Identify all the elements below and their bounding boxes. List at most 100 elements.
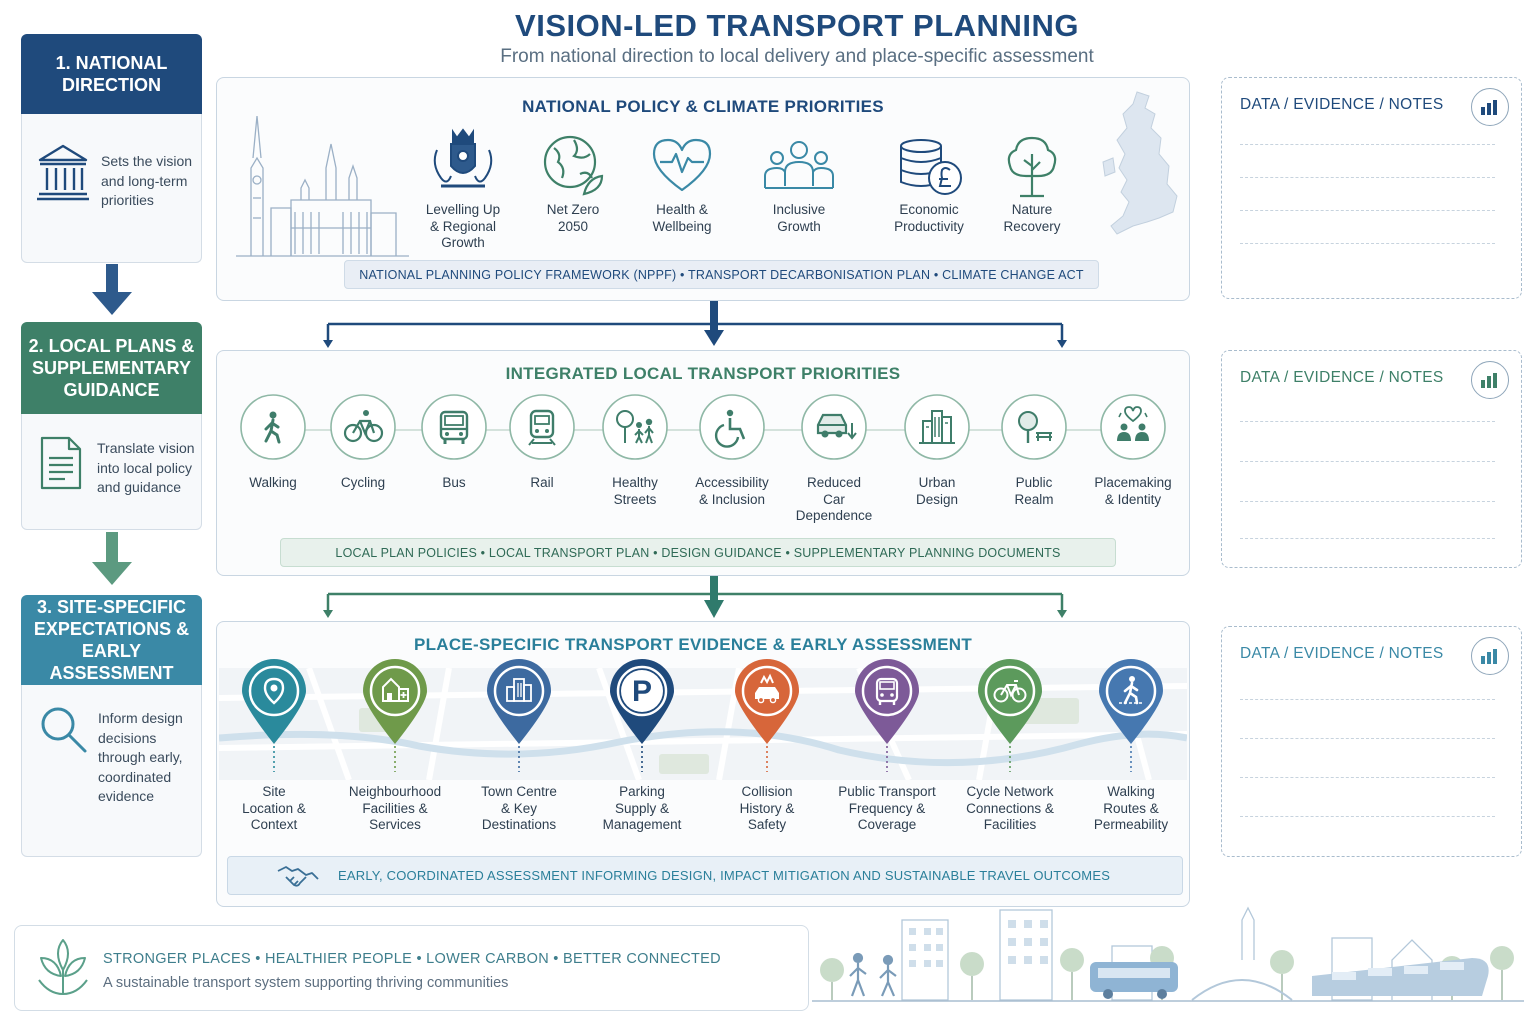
location-pin-icon: [242, 659, 306, 772]
government-building-icon: [37, 144, 89, 201]
public-transport-icon: [855, 659, 919, 772]
notes-box-3[interactable]: DATA / EVIDENCE / NOTES: [1221, 626, 1522, 857]
footer-subtitle: A sustainable transport system supportin…: [103, 975, 509, 991]
bus-icon: [421, 394, 487, 460]
walking-icon: [240, 394, 306, 460]
pedestrian-icon: [1099, 659, 1163, 772]
national-policy-strip: NATIONAL PLANNING POLICY FRAMEWORK (NPPF…: [344, 260, 1099, 289]
national-policy-panel: NATIONAL POLICY & CLIMATE PRIORITIES: [216, 77, 1190, 301]
local-item-label: Accessibility& Inclusion: [695, 475, 769, 507]
tree-icon: [1007, 136, 1057, 198]
svg-text:P: P: [632, 675, 652, 708]
stage-3-body: Inform design decisions through early, c…: [21, 685, 202, 857]
national-item-label: Health &Wellbeing: [652, 202, 712, 234]
family-tree-icon: [602, 394, 668, 460]
coins-pound-icon: [900, 139, 962, 195]
notes-line: [1240, 144, 1495, 145]
notes-title: DATA / EVIDENCE / NOTES: [1240, 96, 1444, 113]
local-item-walking: Walking: [218, 393, 328, 523]
notes-box-2[interactable]: DATA / EVIDENCE / NOTES: [1221, 350, 1522, 568]
local-item-cycling: Cycling: [308, 393, 418, 523]
notes-line: [1240, 421, 1495, 422]
notes-line: [1240, 177, 1495, 178]
site-assessment-panel: PLACE-SPECIFIC TRANSPORT EVIDENCE & EARL…: [216, 621, 1190, 907]
handshake-icon: [277, 866, 319, 887]
uk-map-illustration: [1102, 91, 1178, 235]
footer-tags: STRONGER PLACES • HEALTHIER PEOPLE • LOW…: [103, 951, 721, 967]
collision-icon: [735, 659, 799, 772]
national-item-health-wellbeing: Health &Wellbeing: [642, 126, 722, 236]
footer-banner: STRONGER PLACES • HEALTHIER PEOPLE • LOW…: [14, 925, 809, 1011]
national-panel-title: NATIONAL POLICY & CLIMATE PRIORITIES: [522, 97, 884, 116]
stage-2-to-3-arrow: [92, 532, 132, 585]
local-item-label: Cycling: [340, 475, 386, 490]
town-centre-icon: [487, 659, 551, 772]
heart-pulse-icon: [652, 138, 712, 192]
facility-icon: [363, 659, 427, 772]
local-policy-strip: LOCAL PLAN POLICIES • LOCAL TRANSPORT PL…: [280, 538, 1116, 567]
bar-chart-icon: [1471, 637, 1509, 675]
people-group-icon: [764, 141, 834, 189]
local-panel-title: INTEGRATED LOCAL TRANSPORT PRIORITIES: [505, 364, 901, 383]
community-heart-icon: [1100, 394, 1166, 460]
bar-chart-icon: [1471, 88, 1509, 126]
local-item-placemaking-identity: Placemaking& Identity: [1078, 393, 1188, 523]
royal-crest-icon: [433, 128, 493, 188]
notes-line: [1240, 738, 1495, 739]
site-panel-title: PLACE-SPECIFIC TRANSPORT EVIDENCE & EARL…: [413, 635, 973, 654]
stage-1-description: Sets the vision and long-term priorities: [101, 153, 193, 208]
local-priorities-panel: INTEGRATED LOCAL TRANSPORT PRIORITIES Wa…: [216, 350, 1190, 576]
stage-1-body: Sets the vision and long-term priorities: [21, 114, 202, 263]
notes-title: DATA / EVIDENCE / NOTES: [1240, 645, 1444, 662]
local-item-accessibility-inclusion: Accessibility& Inclusion: [677, 393, 787, 523]
globe-leaf-icon: [543, 135, 604, 196]
local-item-label: Bus: [442, 475, 466, 490]
magnifier-icon: [41, 707, 87, 753]
wheelchair-icon: [699, 394, 765, 460]
leaf-sprout-icon: [38, 939, 88, 995]
document-icon: [40, 436, 82, 490]
bicycle-icon: [978, 659, 1042, 772]
train-icon: [509, 394, 575, 460]
notes-title: DATA / EVIDENCE / NOTES: [1240, 369, 1444, 386]
local-to-site-connector: [323, 566, 1067, 618]
notes-line: [1240, 777, 1495, 778]
cycling-icon: [330, 394, 396, 460]
local-item-label: Placemaking& Identity: [1094, 475, 1172, 507]
notes-line: [1240, 538, 1495, 539]
site-outcome-strip: EARLY, COORDINATED ASSESSMENT INFORMING …: [227, 856, 1183, 895]
stage-1-to-2-arrow: [92, 264, 132, 315]
notes-box-1[interactable]: DATA / EVIDENCE / NOTES: [1221, 77, 1522, 299]
car-down-icon: [801, 394, 867, 460]
notes-line: [1240, 461, 1495, 462]
notes-line: [1240, 501, 1495, 502]
parking-icon: P: [610, 659, 674, 772]
notes-line: [1240, 243, 1495, 244]
